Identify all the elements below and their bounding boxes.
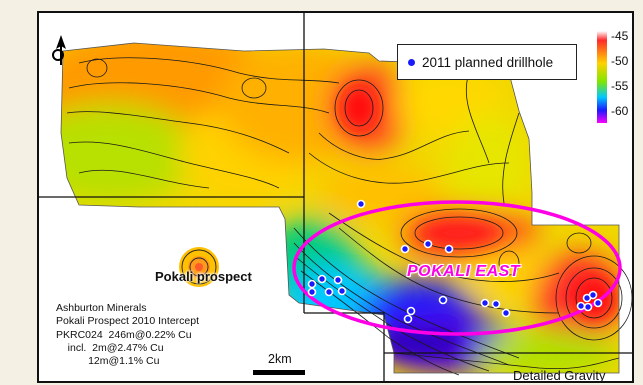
scale-bar: [253, 370, 305, 375]
pokali-east-outline: [292, 200, 622, 336]
intercept-line: Pokali Prospect 2010 Intercept: [56, 315, 200, 328]
contour-lines: [66, 57, 632, 376]
intercept-line: Ashburton Minerals: [56, 302, 147, 314]
intercept-line: incl. 2m@2.47% Cu: [56, 341, 164, 354]
scale-tick: -55: [611, 79, 629, 93]
scale-tick: -45: [611, 29, 629, 43]
scale-tick: -60: [611, 104, 629, 118]
tenement-boundaries: [39, 13, 632, 381]
survey-outline: [60, 42, 620, 374]
gravity-map: [39, 13, 632, 381]
scale-bar-label: 2km: [268, 352, 292, 366]
drillhole-dot-icon: [408, 58, 415, 66]
map-frame: 2011 planned drillhole -45 -50 -55 -60 P…: [37, 11, 634, 383]
drillhole-markers: [307, 199, 603, 324]
north-arrow-icon: [52, 35, 66, 65]
scale-tick: -50: [611, 54, 629, 68]
prospect-label: Pokali prospect: [155, 269, 252, 284]
intercept-line: PKRC024 246m@0.22% Cu: [56, 328, 192, 341]
legend-label: 2011 planned drillhole: [422, 54, 554, 70]
pokali-east-label: POKALI EAST: [407, 263, 521, 280]
intercept-info: Ashburton Minerals Pokali Prospect 2010 …: [56, 302, 199, 368]
legend: 2011 planned drillhole: [397, 44, 577, 80]
intercept-line: 12m@1.1% Cu: [56, 355, 160, 368]
map-footer: Detailed Gravity: [513, 368, 606, 383]
prospect-target-icon: [179, 247, 219, 287]
color-scale-bar: [597, 31, 607, 123]
